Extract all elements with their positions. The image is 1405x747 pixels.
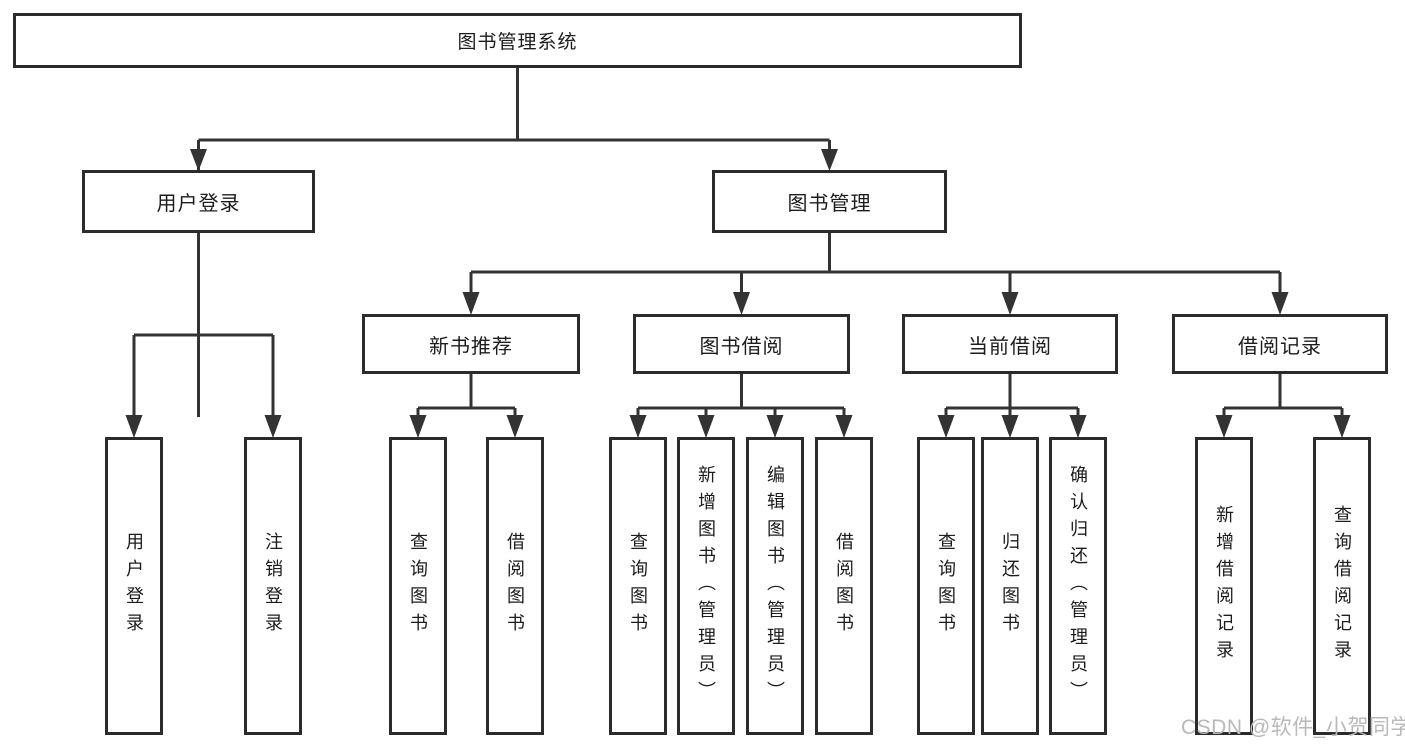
node-book-management-branch: 图书管理 (712, 170, 947, 233)
leaf-label: 借阅图书 (505, 532, 525, 640)
leaf-add-books-admin: 新增图书（管理员） (677, 437, 735, 735)
leaf-query-books-borrow: 查询图书 (609, 437, 667, 735)
connector-lines (132, 68, 1344, 417)
leaf-label: 查询借阅记录 (1332, 505, 1352, 667)
node-label: 图书管理 (787, 193, 872, 215)
leaf-borrow-books: 借阅图书 (815, 437, 873, 735)
leaf-query-books-recommend: 查询图书 (389, 437, 447, 735)
leaf-query-books-current: 查询图书 (917, 437, 975, 735)
leaf-add-borrow-record: 新增借阅记录 (1195, 437, 1253, 735)
leaf-label: 新增借阅记录 (1214, 505, 1234, 667)
leaf-label: 注销登录 (263, 532, 283, 640)
leaf-label: 查询图书 (936, 532, 956, 640)
node-label: 当前借阅 (968, 335, 1052, 358)
leaf-return-books: 归还图书 (981, 437, 1039, 735)
leaf-label: 借阅图书 (834, 532, 854, 640)
leaf-logout: 注销登录 (244, 437, 302, 735)
leaf-edit-books-admin: 编辑图书（管理员） (746, 437, 804, 735)
node-book-borrow: 图书借阅 (633, 314, 850, 374)
leaf-query-borrow-record: 查询借阅记录 (1313, 437, 1371, 735)
leaf-borrow-books-recommend: 借阅图书 (486, 437, 544, 735)
leaf-label: 确认归还（管理员） (1068, 464, 1088, 708)
node-label: 借阅记录 (1238, 335, 1322, 358)
node-borrow-records: 借阅记录 (1172, 314, 1388, 374)
node-new-book-recommend: 新书推荐 (362, 314, 580, 374)
leaf-label: 编辑图书（管理员） (765, 464, 785, 708)
node-label: 新书推荐 (429, 335, 513, 358)
leaf-label: 新增图书（管理员） (696, 464, 716, 708)
csdn-watermark: CSDN @软件_小贺同学 (1181, 716, 1405, 739)
leaf-label: 查询图书 (408, 532, 428, 640)
node-label: 图书借阅 (699, 335, 784, 358)
leaf-user-login: 用户登录 (105, 437, 163, 735)
leaf-confirm-return-admin: 确认归还（管理员） (1049, 437, 1107, 735)
arrowheads (125, 149, 1351, 438)
leaf-label: 归还图书 (1000, 532, 1020, 640)
node-current-borrow: 当前借阅 (902, 314, 1118, 374)
node-root-system: 图书管理系统 (13, 13, 1022, 68)
node-user-login-branch: 用户登录 (82, 170, 315, 233)
node-label: 用户登录 (156, 193, 241, 215)
leaf-label: 用户登录 (124, 532, 144, 640)
leaf-label: 查询图书 (628, 532, 648, 640)
node-label: 图书管理系统 (457, 32, 578, 53)
